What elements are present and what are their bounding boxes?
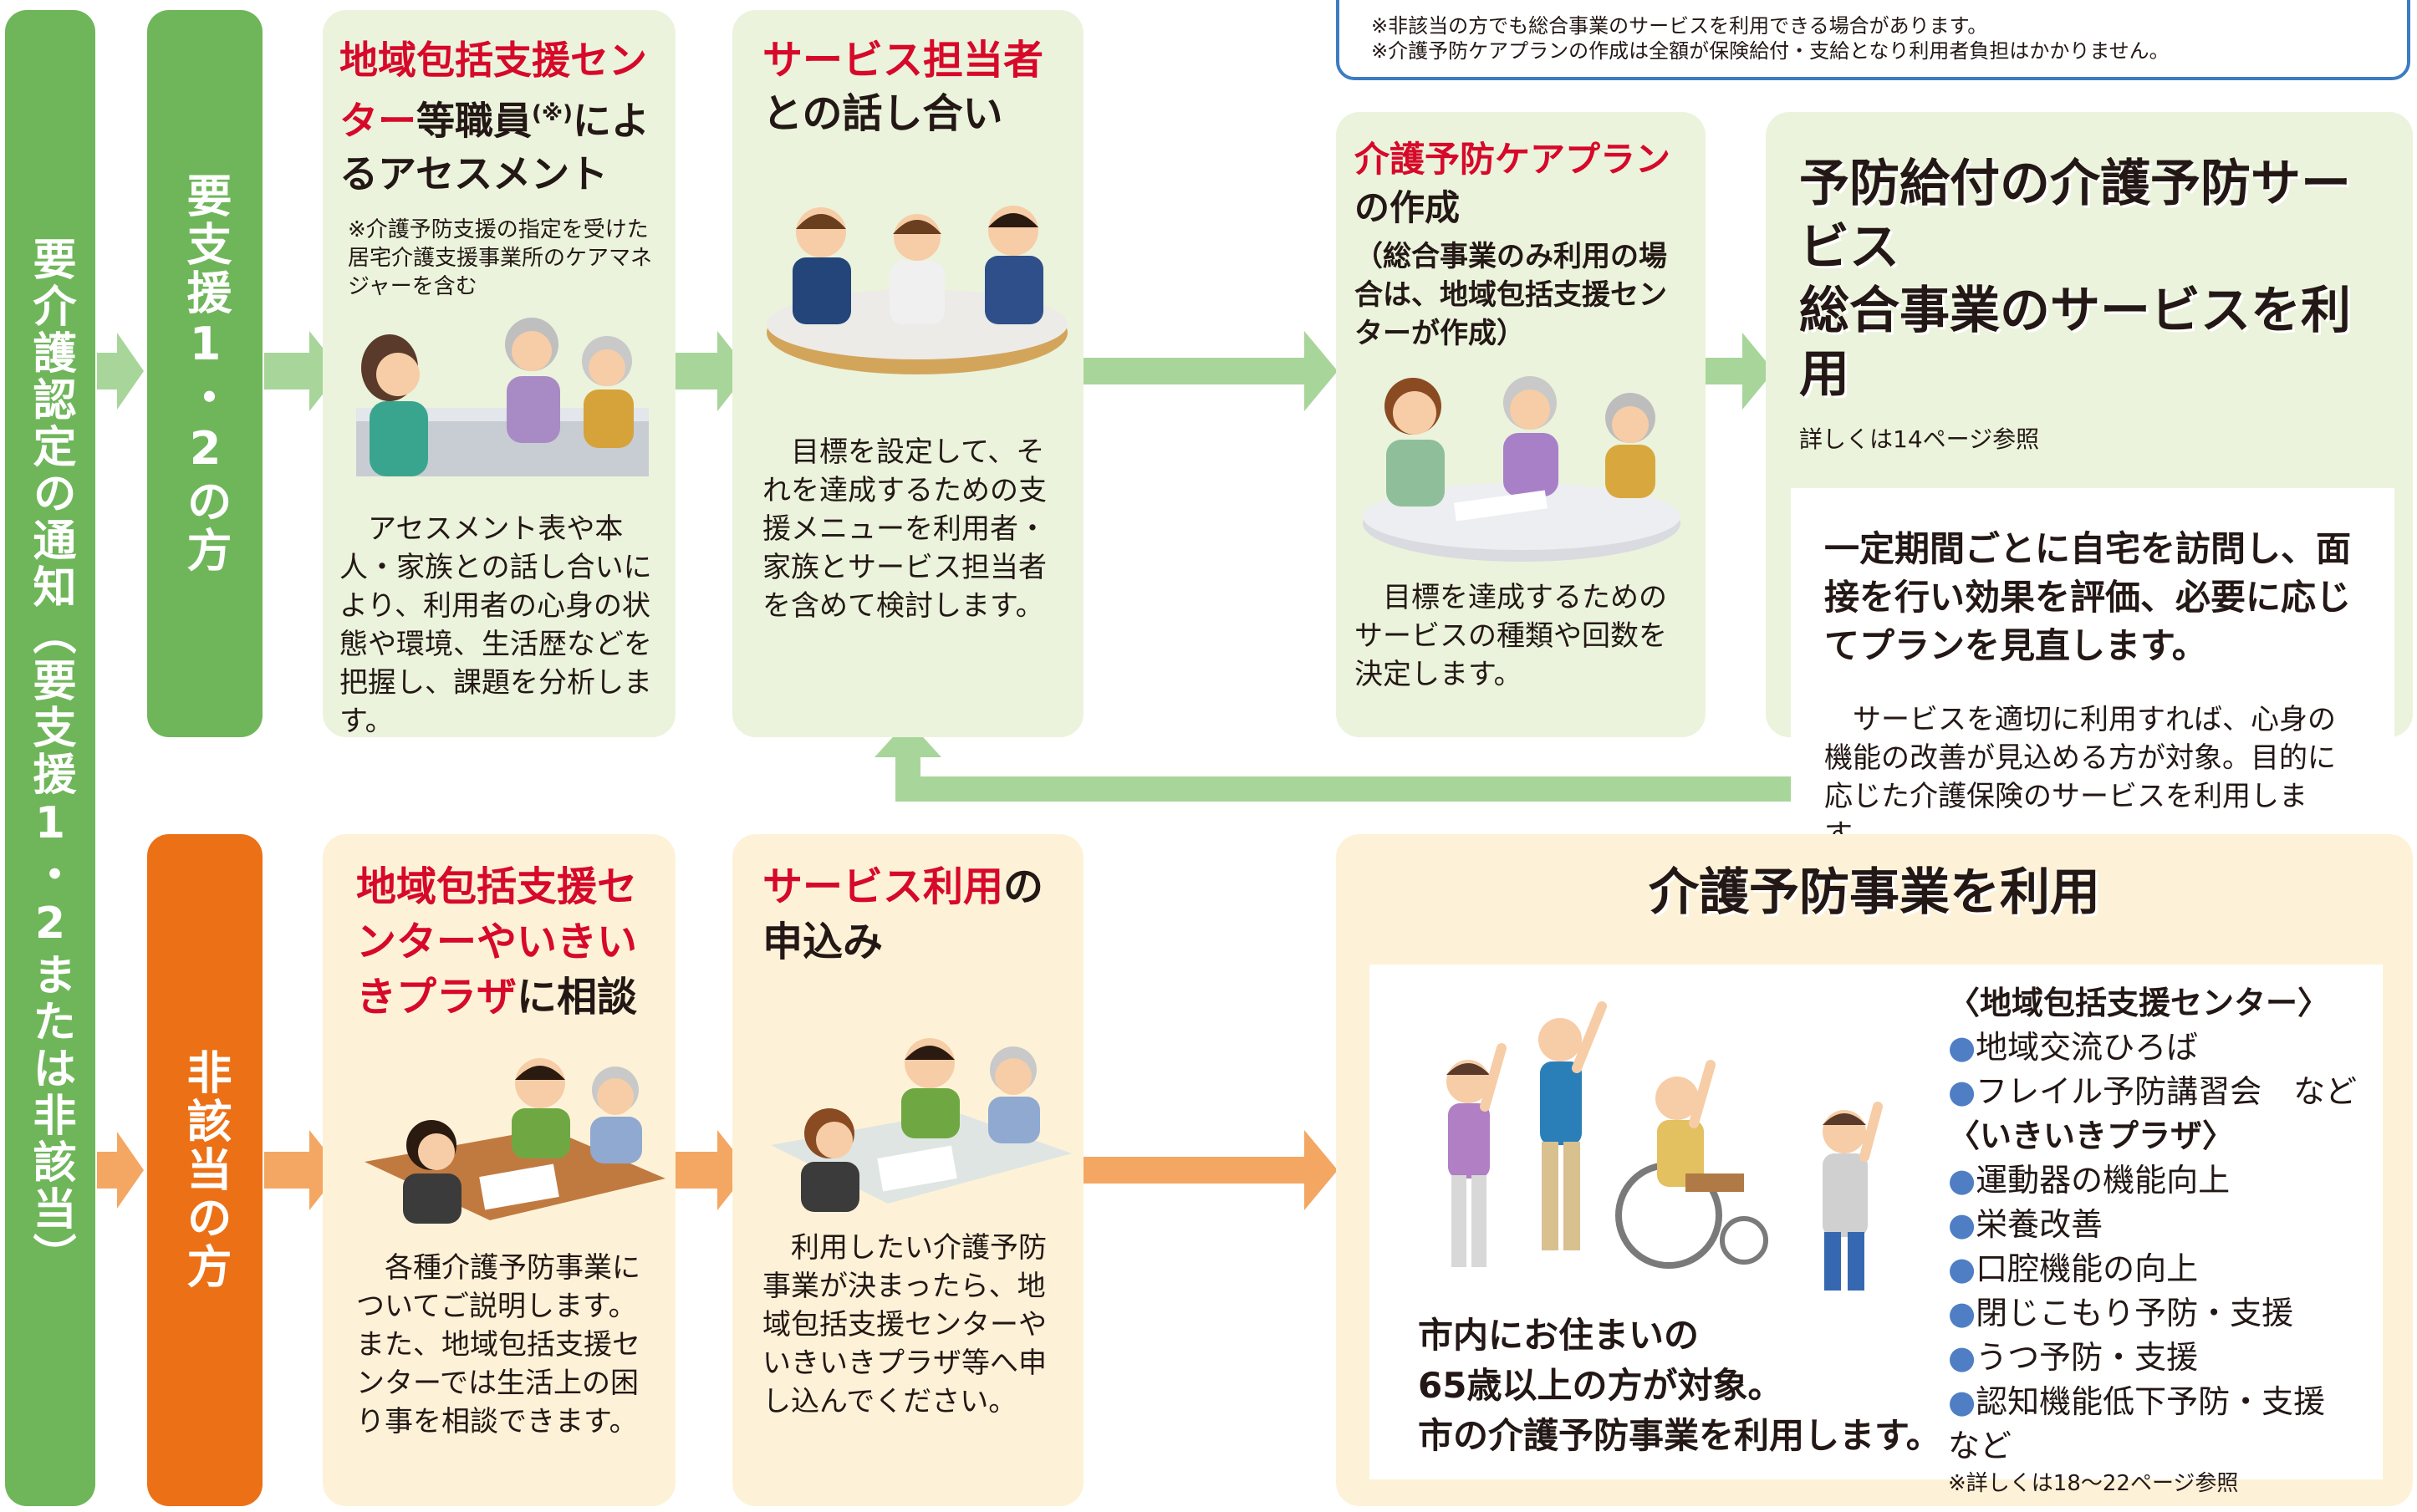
use-service-title: 予防給付の介護予防サービス 総合事業のサービスを利用	[1799, 155, 2351, 404]
arrow-assessment-to-discussion	[676, 331, 749, 411]
list-item: ●閉じこもり予防・支援	[1948, 1295, 2294, 1331]
apply-card: サービス利用の 申込み 利用したい介護予防事業が決まったら、地域包括支援センター…	[732, 834, 1084, 1506]
assessment-illustration	[356, 318, 649, 477]
arrow-notify-to-support	[97, 333, 144, 410]
use-service-body: サービスを適切に利用すれば、心身の機能の改善が見込める方が対象。目的に応じた介護…	[1824, 703, 2336, 852]
bullet-icon: ●	[1948, 1250, 1976, 1287]
consult-title: 地域包括支援センターやいきいきプラザに相談	[356, 863, 638, 1021]
prevention-target: 市内にお住まいの 65歳以上の方が対象。 市の介護予防事業を利用します。	[1418, 1315, 1941, 1456]
prevention-inner-box: 市内にお住まいの 65歳以上の方が対象。 市の介護予防事業を利用します。 〈地域…	[1369, 965, 2383, 1496]
arrow-careplan-to-use	[1706, 333, 1774, 410]
careplan-body: 目標を達成するためのサービスの種類や回数を決定します。	[1354, 581, 1667, 691]
notification-bar-label: 要介護認定の通知（要支援1・2または非該当）	[25, 237, 75, 1280]
top-note-2: ※介護予防ケアプランの作成は全額が保険給付・支給となり利用者負担はかかりません。	[1371, 39, 2170, 63]
prevention-ref: ※詳しくは18〜22ページ参照	[1948, 1471, 2239, 1496]
prevention-title: 介護予防事業を利用	[1649, 863, 2100, 922]
top-info-box: ※非該当の方でも総合事業のサービスを利用できる場合があります。 ※介護予防ケアプ…	[1336, 0, 2410, 80]
bullet-icon: ●	[1948, 1206, 1976, 1243]
use-service-card: 予防給付の介護予防サービス 総合事業のサービスを利用 詳しくは14ページ参照 一…	[1766, 112, 2413, 852]
discussion-illustration	[767, 206, 1068, 374]
prevention-card: 介護予防事業を利用	[1336, 834, 2413, 1506]
list-item: ●地域交流ひろば	[1948, 1029, 2199, 1066]
exercise-illustration	[1446, 1001, 1883, 1291]
list-item: ●うつ予防・支援	[1948, 1339, 2199, 1376]
list-item: ●フレイル予防講習会 など	[1948, 1073, 2358, 1110]
list-item: ●認知機能低下予防・支援 など	[1948, 1383, 2358, 1464]
careplan-title: 介護予防ケアプラン の作成	[1354, 139, 1671, 228]
notification-bar: 要介護認定の通知（要支援1・2または非該当）	[5, 10, 95, 1506]
bullet-icon: ●	[1948, 1295, 1976, 1331]
assessment-note: ※介護予防支援の指定を受けた居宅介護支援事業所のケアマネジャーを含む	[348, 217, 653, 300]
arrow-support-to-assessment	[264, 331, 341, 411]
discussion-title: サービス担当者 との話し合い	[762, 37, 1044, 137]
consult-body: 各種介護予防事業についてご説明します。また、地域包括支援センターでは生活上の困り…	[356, 1251, 640, 1438]
apply-body: 利用したい介護予防事業が決まったら、地域包括支援センターやいきいきプラザ等へ申し…	[762, 1231, 1047, 1418]
careplan-sub: （総合事業のみ利用の場合は、地域包括支援センターが作成）	[1354, 240, 1667, 350]
arrow-notify-to-nonapp	[97, 1132, 144, 1209]
list-item: ●栄養改善	[1948, 1206, 2103, 1243]
use-service-ref: 詳しくは14ページ参照	[1799, 425, 2040, 453]
group-head-plaza: 〈いきいきプラザ〉	[1948, 1117, 2235, 1154]
prevention-program-list: 〈地域包括支援センター〉 ●地域交流ひろば ●フレイル予防講習会 など 〈いきい…	[1948, 981, 2366, 1499]
apply-title: サービス利用の 申込み	[762, 863, 1044, 965]
discussion-card: サービス担当者 との話し合い 目標を設定して、それを達成するための支援メニューを…	[732, 10, 1084, 737]
list-item: ●運動器の機能向上	[1948, 1162, 2231, 1199]
assessment-body: アセスメント表や本人・家族との話し合いにより、利用者の心身の状態や環境、生活歴な…	[339, 512, 652, 739]
list-item: ●口腔機能の向上	[1948, 1250, 2199, 1287]
discussion-body: 目標を設定して、それを達成するための支援メニューを利用者・家族とサービス担当者を…	[762, 435, 1047, 623]
assessment-card: 地域包括支援センター等職員(※)によるアセスメント ※介護予防支援の指定を受けた…	[323, 10, 676, 738]
use-service-inner-box: 一定期間ごとに自宅を訪問し、面接を行い効果を評価、必要に応じてプランを見直します…	[1791, 488, 2394, 852]
non-applicable-bar: 非該当の方	[147, 834, 263, 1506]
arrow-nonapp-to-consult	[264, 1130, 341, 1210]
consult-card: 地域包括支援センターやいきいきプラザに相談 各種介護予防事業についてご説明します…	[323, 834, 676, 1506]
support-level-bar: 要支援1・2の方	[147, 10, 263, 737]
top-note-1: ※非該当の方でも総合事業のサービスを利用できる場合があります。	[1371, 14, 1988, 38]
apply-illustration	[771, 1038, 1072, 1212]
group-head-center: 〈地域包括支援センター〉	[1948, 985, 2330, 1021]
arrow-apply-to-prevention	[1084, 1130, 1338, 1210]
bullet-icon: ●	[1948, 1162, 1976, 1199]
support-level-label: 要支援1・2の方	[179, 172, 232, 575]
consult-illustration	[365, 1058, 665, 1224]
assessment-title: 地域包括支援センター等職員(※)によるアセスメント	[339, 38, 650, 197]
arrow-discussion-to-careplan	[1084, 331, 1338, 411]
arrow-consult-to-apply	[676, 1130, 749, 1210]
careplan-illustration	[1363, 376, 1680, 562]
bullet-icon: ●	[1948, 1339, 1976, 1376]
careplan-card: 介護予防ケアプラン の作成 （総合事業のみ利用の場合は、地域包括支援センターが作…	[1336, 112, 1706, 737]
bullet-icon: ●	[1948, 1073, 1976, 1110]
non-applicable-label: 非該当の方	[179, 1049, 232, 1291]
use-service-review-text: 一定期間ごとに自宅を訪問し、面接を行い効果を評価、必要に応じてプランを見直します…	[1824, 528, 2352, 666]
bullet-icon: ●	[1948, 1029, 1976, 1066]
bullet-icon: ●	[1948, 1383, 1976, 1420]
